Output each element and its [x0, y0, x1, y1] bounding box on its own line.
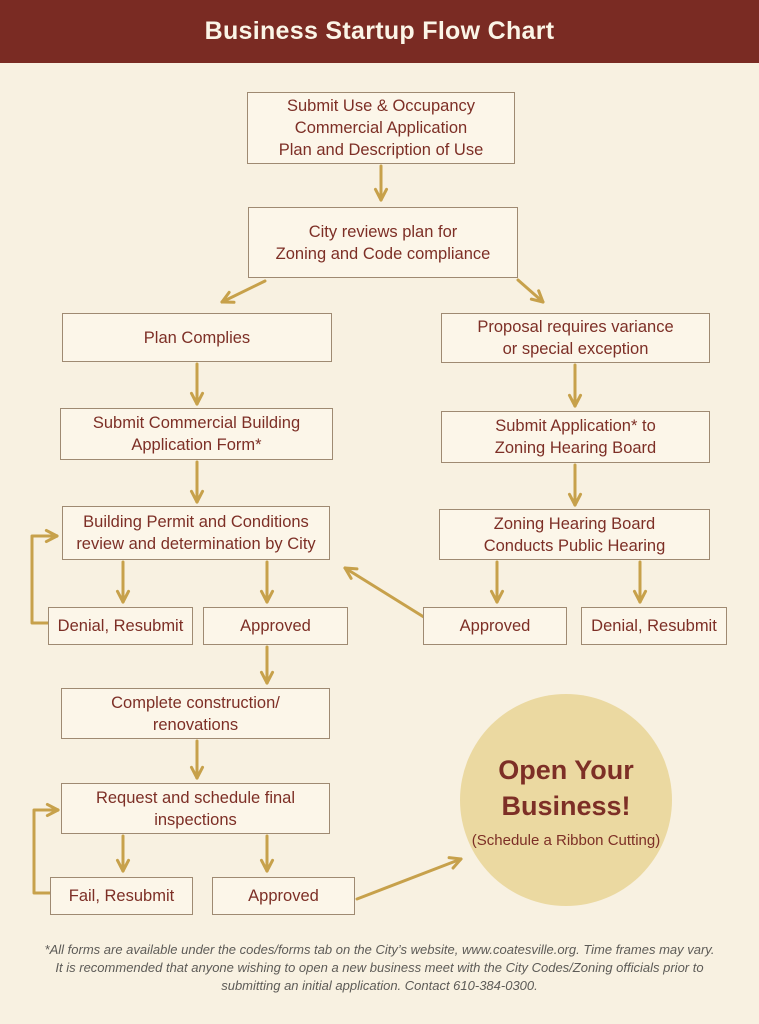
arrowhead — [195, 489, 205, 504]
arrowhead — [632, 589, 642, 604]
arrowhead — [265, 858, 275, 873]
arrowhead — [495, 589, 505, 604]
arrowhead — [379, 187, 389, 202]
arrowhead — [189, 489, 199, 504]
flow-node-submit-uo: Submit Use & Occupancy Commercial Applic… — [247, 92, 515, 164]
arrowhead — [115, 589, 125, 604]
arrowhead — [259, 589, 269, 604]
arrowhead — [195, 765, 205, 780]
page-title: Business Startup Flow Chart — [204, 17, 555, 45]
arrowhead — [567, 393, 577, 408]
arrowhead — [45, 808, 60, 818]
flow-arrow-city-reviews-to-plan-complies — [220, 279, 267, 304]
arrowhead — [259, 670, 269, 685]
arrowhead — [447, 856, 463, 861]
arrowhead — [451, 857, 463, 870]
footer-line: *All forms are available under the codes… — [44, 942, 715, 957]
arrowhead — [343, 566, 353, 580]
flow-node-approved-zhb: Approved — [423, 607, 567, 645]
flow-node-submit-zhb-app: Submit Application* to Zoning Hearing Bo… — [441, 411, 710, 463]
flow-node-approved-building: Approved — [203, 607, 348, 645]
arrowhead — [45, 802, 60, 812]
arrowhead — [121, 858, 131, 873]
title-bar: Business Startup Flow Chart — [0, 0, 759, 63]
goal-title: Open Your Business! — [498, 754, 634, 821]
flow-node-approved-final: Approved — [212, 877, 355, 915]
arrowhead — [115, 858, 125, 873]
arrowhead — [121, 589, 131, 604]
goal-subtitle: (Schedule a Ribbon Cutting) — [471, 831, 661, 849]
arrowhead — [265, 589, 275, 604]
arrowhead — [537, 289, 545, 304]
flow-node-request-inspections: Request and schedule final inspections — [61, 783, 330, 834]
arrowhead — [44, 534, 59, 544]
arrowhead — [567, 492, 577, 507]
flow-node-fail-resubmit: Fail, Resubmit — [50, 877, 193, 915]
arrowhead — [220, 290, 231, 304]
arrowhead — [265, 670, 275, 685]
arrowhead — [189, 391, 199, 406]
flow-arrow-city-reviews-to-proposal-variance — [516, 278, 545, 304]
flow-node-plan-complies: Plan Complies — [62, 313, 332, 362]
flow-node-zhb-public-hearing: Zoning Hearing Board Conducts Public Hea… — [439, 509, 710, 560]
footer-line: It is recommended that anyone wishing to… — [55, 960, 704, 975]
flow-node-denial-resubmit-left: Denial, Resubmit — [48, 607, 193, 645]
arrowhead — [489, 589, 499, 604]
arrowhead — [373, 187, 383, 202]
arrowhead — [189, 765, 199, 780]
flow-node-city-reviews: City reviews plan for Zoning and Code co… — [248, 207, 518, 278]
arrowhead — [529, 297, 545, 304]
footer-note: *All forms are available under the codes… — [0, 941, 759, 995]
arrowhead — [573, 492, 583, 507]
arrowhead — [573, 393, 583, 408]
arrowhead — [343, 566, 359, 571]
flow-arrow-approved-final-to-open-your-business — [355, 857, 463, 901]
arrowhead — [259, 858, 269, 873]
open-your-business-circle: Open Your Business! (Schedule a Ribbon C… — [460, 694, 672, 906]
flow-node-complete-construction: Complete construction/ renovations — [61, 688, 330, 739]
arrowhead — [44, 528, 59, 538]
footer-line: submitting an initial application. Conta… — [221, 978, 538, 993]
arrowhead — [638, 589, 648, 604]
flow-arrow-approved-zhb-to-building-permit-review — [343, 566, 429, 621]
flow-node-submit-building-app: Submit Commercial Building Application F… — [60, 408, 333, 460]
flow-node-building-permit-review: Building Permit and Conditions review an… — [62, 506, 330, 560]
flow-node-denial-resubmit-right: Denial, Resubmit — [581, 607, 727, 645]
arrowhead — [195, 391, 205, 406]
flow-node-proposal-variance: Proposal requires variance or special ex… — [441, 313, 710, 363]
